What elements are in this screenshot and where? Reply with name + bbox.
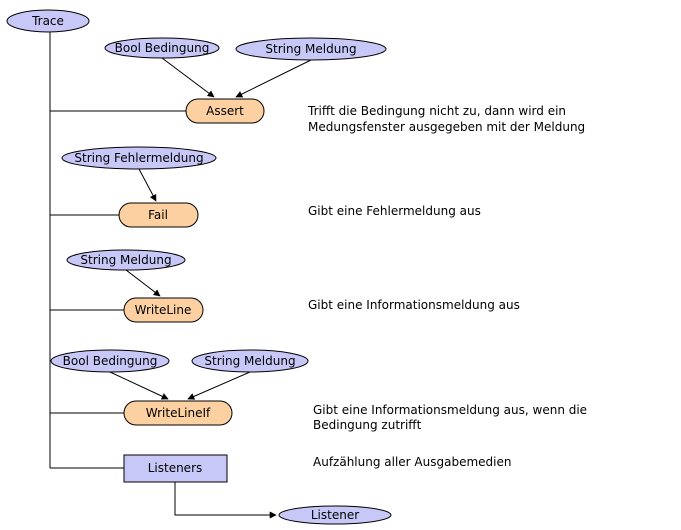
method-writelineif[interactable]: WriteLineIf — [123, 400, 233, 426]
node-listener-label: Listener — [311, 508, 359, 522]
desc-assert-line1: Trifft die Bedingung nicht zu, dann wird… — [307, 104, 566, 118]
param-label: String Meldung — [80, 253, 171, 267]
method-writeline[interactable]: WriteLine — [123, 297, 204, 323]
param-assert-string[interactable]: String Meldung — [235, 37, 387, 61]
param-writelineif-string[interactable]: String Meldung — [191, 349, 309, 373]
param-assert-bool[interactable]: Bool Bedingung — [104, 37, 220, 59]
class-listeners[interactable]: Listeners — [123, 454, 228, 483]
arrow-writeline — [125, 269, 161, 297]
desc-fail: Gibt eine Fehlermeldung aus — [308, 204, 481, 218]
method-label: Assert — [206, 104, 244, 118]
class-listeners-label: Listeners — [148, 461, 203, 475]
method-label: Fail — [148, 208, 168, 222]
arrow-writelineif-string — [187, 371, 251, 400]
arrow-writelineif-bool — [109, 371, 169, 400]
node-trace[interactable]: Trace — [6, 9, 90, 33]
param-label: Bool Bedingung — [63, 354, 158, 368]
param-fail-string[interactable]: String Fehlermeldung — [61, 146, 217, 170]
desc-writelineif-line1: Gibt eine Informationsmeldung aus, wenn … — [313, 403, 587, 417]
param-label: Bool Bedingung — [115, 41, 210, 55]
param-label: String Meldung — [204, 354, 295, 368]
method-assert[interactable]: Assert — [185, 98, 265, 124]
desc-writeline: Gibt eine Informationsmeldung aus — [308, 298, 520, 312]
method-label: WriteLineIf — [146, 406, 211, 420]
arrow-fail — [138, 168, 157, 202]
param-label: String Meldung — [265, 42, 356, 56]
arrow-listener — [174, 482, 277, 519]
node-trace-label: Trace — [31, 14, 64, 28]
method-fail[interactable]: Fail — [118, 202, 199, 228]
param-writelineif-bool[interactable]: Bool Bedingung — [50, 349, 170, 373]
arrow-assert-bool — [161, 57, 215, 98]
node-listener[interactable]: Listener — [278, 505, 392, 525]
desc-listeners: Aufzählung aller Ausgabemedien — [313, 455, 511, 469]
desc-assert-line2: Medungsfenster ausgegeben mit der Meldun… — [308, 120, 585, 134]
param-writeline-string[interactable]: String Meldung — [66, 249, 186, 271]
desc-writelineif-line2: Bedingung zutrifft — [313, 418, 422, 432]
arrow-assert-string — [235, 59, 312, 98]
param-label: String Fehlermeldung — [74, 151, 203, 165]
method-label: WriteLine — [135, 303, 192, 317]
